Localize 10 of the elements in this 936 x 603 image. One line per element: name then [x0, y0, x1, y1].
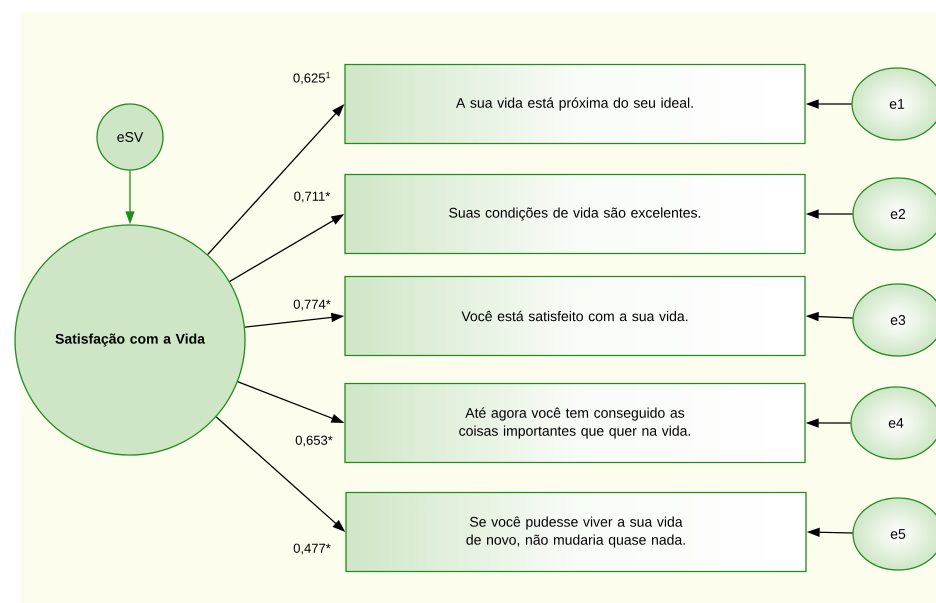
edge-label: 0,774*	[292, 298, 332, 312]
edge-label: 0,653*	[294, 434, 334, 448]
item-box: Você está satisfeito com a sua vida.	[344, 276, 806, 356]
edge-label: 0,477*	[292, 542, 332, 556]
item-box: Suas condições de vida são excelentes.	[344, 174, 806, 254]
item-box: A sua vida está próxima do seu ideal.	[344, 64, 806, 144]
item-box: Até agora você tem conseguido as coisas importantes que quer na vida.	[344, 382, 806, 464]
edge-label: 0,625$^{1}$	[292, 70, 332, 86]
item-box: Se você pudesse viver a sua vida de novo, não mudaria quase nada.	[345, 492, 807, 572]
edge-label: 0,711*	[292, 190, 332, 204]
